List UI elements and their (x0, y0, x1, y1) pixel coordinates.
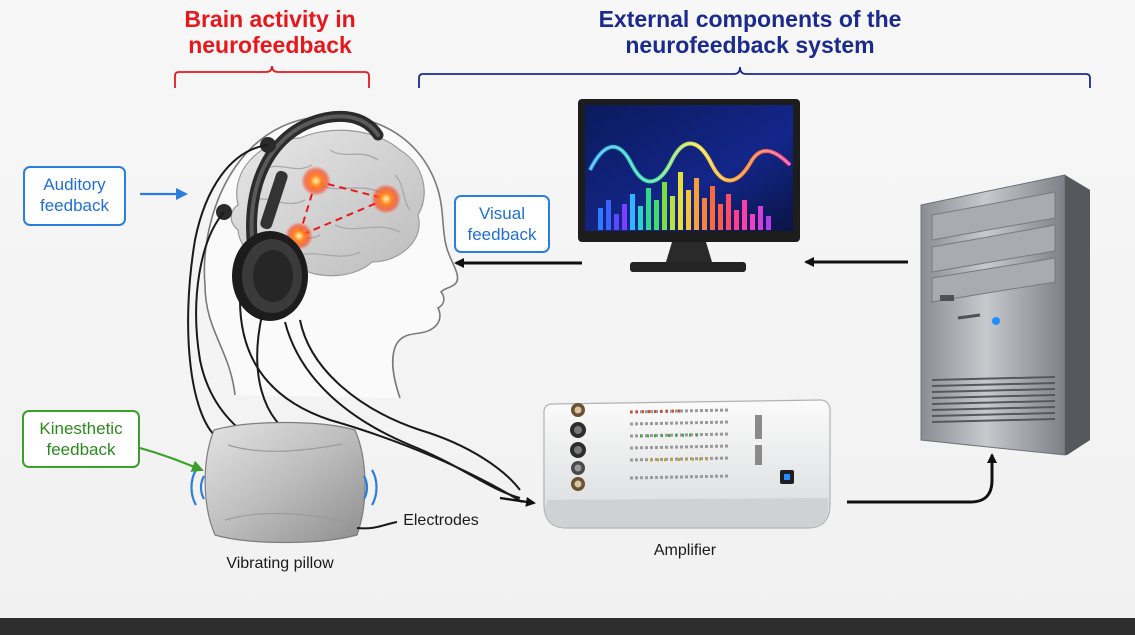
diagram-canvas (139, 65, 1091, 544)
external-components-bracket (418, 66, 1091, 88)
pillow-cable (356, 521, 398, 530)
brain-hotspot (301, 166, 331, 196)
amplifier-device-icon (543, 399, 831, 529)
external-components-heading: External components of the neurofeedback… (598, 6, 902, 58)
electrodes-to-amplifier-arrow (499, 496, 536, 507)
visual-feedback-label: Visual feedback (454, 195, 550, 253)
brain-hotspot (371, 184, 401, 214)
kinesthetic-arrow (139, 446, 204, 472)
brain-activity-heading: Brain activity in neurofeedback (184, 6, 356, 58)
amplifier-to-computer-arrow (847, 453, 997, 504)
auditory-feedback-label: Auditory feedback (23, 166, 126, 226)
bottom-bar (0, 618, 1135, 635)
amplifier-label: Amplifier (653, 542, 717, 559)
kinesthetic-feedback-label: Kinesthetic feedback (22, 410, 140, 468)
electrodes-label: Electrodes (403, 512, 479, 529)
brain-activity-bracket (174, 65, 370, 88)
monitor-icon (578, 99, 800, 272)
flow-arrows (139, 188, 997, 507)
brain-activity-network (297, 180, 390, 238)
computer-tower-icon (920, 174, 1090, 456)
vibrating-pillow-label: Vibrating pillow (226, 555, 334, 572)
headphones-icon (216, 110, 384, 321)
pillow-icon (190, 421, 378, 544)
